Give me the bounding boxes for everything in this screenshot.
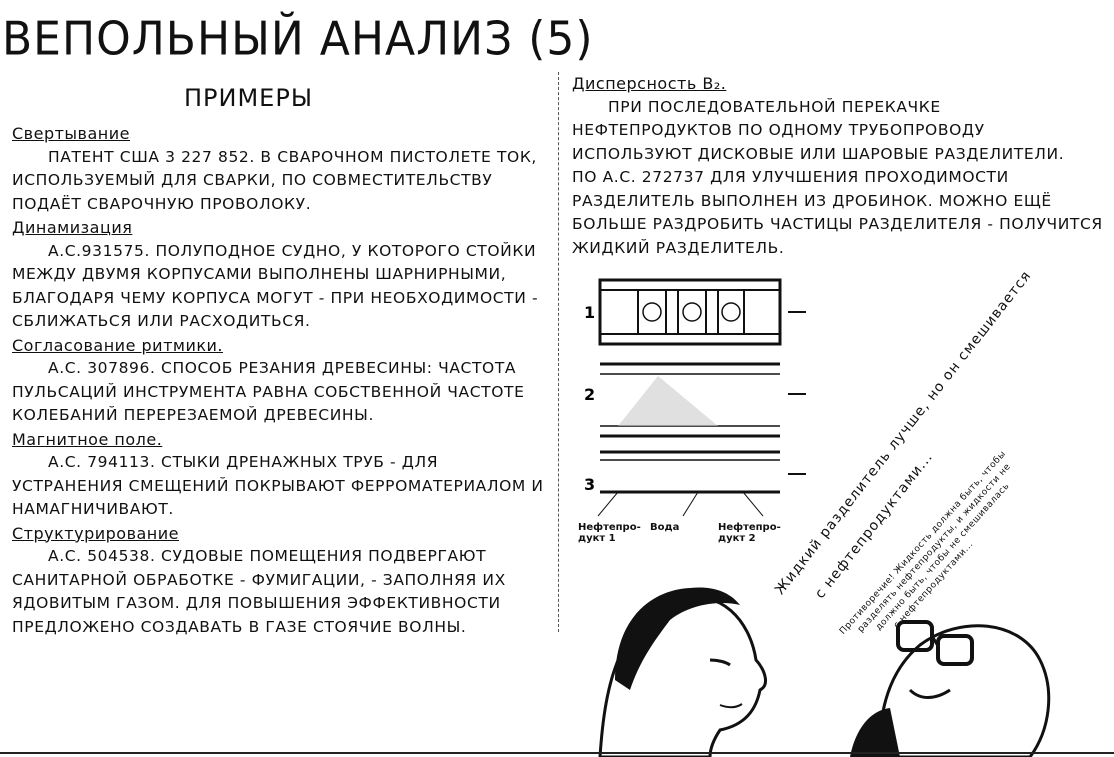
section-text: При последовательной перекачке нефтепрод… — [572, 97, 1065, 163]
tube-number: 3 — [584, 475, 595, 494]
tube-number: 2 — [584, 385, 595, 404]
left-column: Свертывание Патент США 3 227 852. В свар… — [12, 122, 552, 639]
bottom-border — [0, 752, 1114, 754]
section-text: А.с. 307896. Способ резания древесины: ч… — [12, 359, 525, 424]
pipeline-diagram: 1 2 3 — [584, 278, 806, 517]
section-text: А.с. 504538. Судовые помещения подвергаю… — [12, 547, 506, 636]
man-right-figure — [850, 620, 1051, 757]
label-product-1: Нефтепро-дукт 1 — [578, 522, 641, 544]
section-text: А.с.931575. Полуподное судно, у которого… — [12, 241, 539, 331]
section-heading: Структурирование — [12, 523, 180, 543]
right-column: Дисперсность В₂. При последовательной пе… — [572, 72, 1104, 260]
pipeline-figure: 1 2 3 Нефтепро-дук — [578, 266, 808, 566]
tube-1 — [598, 278, 806, 346]
tube-3 — [597, 450, 806, 517]
label-water: Вода — [650, 522, 680, 533]
tube-number: 1 — [584, 303, 595, 322]
page-subtitle: ПРИМЕРЫ — [184, 84, 313, 112]
man-left-figure — [598, 587, 767, 757]
section-magnetic-field: Магнитное поле. А.с. 794113. Стыки дрена… — [12, 428, 552, 522]
section-heading: Магнитное поле. — [12, 429, 163, 449]
section-heading: Динамизация — [12, 218, 133, 237]
section-heading: Дисперсность В₂. — [572, 74, 727, 93]
section-text: По а.с. 272737 для улучшения проходимост… — [572, 168, 1103, 257]
column-divider — [558, 72, 560, 632]
section-heading: Свертывание — [12, 124, 130, 143]
speech-left-1: Жидкий разделитель лучше, но он смешивае… — [772, 267, 1035, 598]
section-rhythm-matching: Согласование ритмики. А.с. 307896. Спосо… — [12, 334, 552, 428]
cartoon-illustration — [598, 587, 1051, 757]
page-title: ВЕПОЛЬНЫЙ АНАЛИЗ (5) — [2, 12, 594, 67]
section-heading: Согласование ритмики. — [12, 335, 223, 355]
section-text: Патент США 3 227 852. В сварочном пистол… — [12, 147, 537, 213]
label-product-2: Нефтепро-дукт 2 — [718, 522, 781, 544]
section-structuring: Структурирование А.с. 504538. Судовые по… — [12, 522, 552, 640]
section-convolution: Свертывание Патент США 3 227 852. В свар… — [12, 122, 552, 216]
tube-2 — [600, 362, 806, 438]
section-dynamization: Динамизация А.с.931575. Полуподное судно… — [12, 216, 552, 334]
section-text: А.с. 794113. Стыки дренажных труб - для … — [12, 453, 544, 518]
